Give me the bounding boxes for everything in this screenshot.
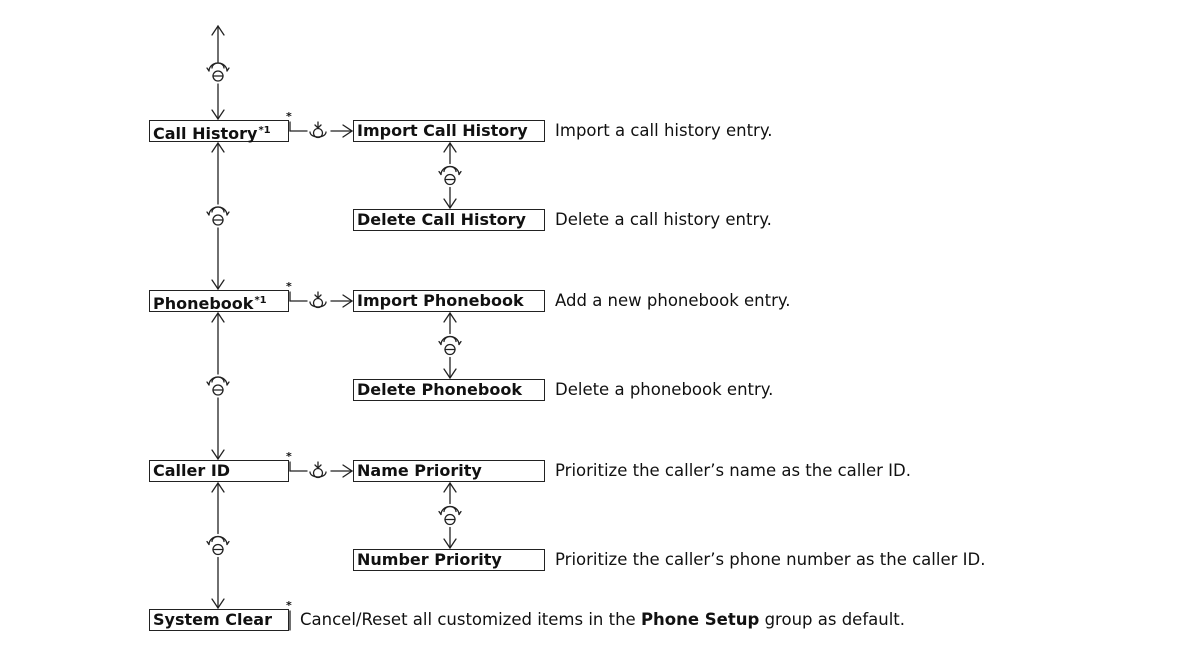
option-description: Add a new phonebook entry. — [555, 291, 791, 310]
menu-item-label: Call History — [153, 124, 258, 143]
option-label: Delete Call History — [357, 210, 526, 229]
menu-item-phonebook[interactable]: Phonebook*1 — [149, 290, 289, 313]
option-label: Number Priority — [357, 550, 502, 569]
system-clear-description: Cancel/Reset all customized items in the… — [300, 610, 905, 630]
option-label: Name Priority — [357, 461, 482, 480]
selector-knob-rotate-icon — [438, 505, 462, 526]
arrowhead-up — [211, 311, 225, 323]
arrowhead-down — [443, 538, 457, 550]
selector-knob-rotate-icon — [438, 335, 462, 356]
arrowhead-up — [211, 24, 225, 36]
option-description: Prioritize the caller’s name as the call… — [555, 461, 911, 480]
option-import-phonebook[interactable]: Import Phonebook — [353, 290, 545, 312]
menu-item-caller-id[interactable]: Caller ID — [149, 460, 289, 482]
selector-knob-press-icon — [309, 121, 327, 139]
footnote-mark: *1 — [258, 125, 271, 136]
option-delete-phonebook[interactable]: Delete Phonebook — [353, 379, 545, 401]
arrowhead-up — [443, 141, 457, 153]
selector-knob-rotate-icon — [206, 62, 230, 82]
arrowhead-down — [443, 198, 457, 210]
option-description: Delete a phonebook entry. — [555, 380, 774, 399]
arrowhead-down — [443, 368, 457, 380]
customizable-star: * — [286, 110, 292, 123]
option-description: Prioritize the caller’s phone number as … — [555, 550, 986, 569]
selector-knob-rotate-icon — [206, 376, 230, 396]
customizable-star: * — [286, 450, 292, 463]
option-label: Delete Phonebook — [357, 380, 522, 399]
option-label: Import Phonebook — [357, 291, 524, 310]
description-text: Cancel/Reset all customized items in the — [300, 610, 641, 629]
option-delete-call-history[interactable]: Delete Call History — [353, 209, 545, 231]
option-description: Delete a call history entry. — [555, 210, 772, 229]
arrowhead-right — [342, 464, 354, 478]
menu-item-label: Phonebook — [153, 294, 254, 313]
arrowhead-down — [211, 449, 225, 461]
arrowhead-up — [211, 141, 225, 153]
footnote-mark: *1 — [254, 295, 267, 306]
selector-knob-press-icon — [309, 291, 327, 309]
arrowhead-up — [211, 481, 225, 493]
option-import-call-history[interactable]: Import Call History — [353, 120, 545, 142]
selector-knob-rotate-icon — [206, 535, 230, 556]
description-emphasis: Phone Setup — [640, 610, 760, 629]
selector-knob-press-icon — [309, 461, 327, 479]
option-label: Import Call History — [357, 121, 528, 140]
arrowhead-down — [211, 109, 225, 121]
arrowhead-down — [211, 279, 225, 291]
arrowhead-down — [211, 598, 225, 610]
menu-item-call-history[interactable]: Call History*1 — [149, 120, 289, 143]
menu-item-system-clear[interactable]: System Clear — [149, 609, 289, 631]
customizable-star: * — [286, 599, 292, 612]
option-name-priority[interactable]: Name Priority — [353, 460, 545, 482]
menu-item-label: Caller ID — [153, 461, 231, 480]
selector-knob-rotate-icon — [438, 165, 462, 186]
menu-item-label: System Clear — [153, 610, 272, 629]
arrowhead-right — [342, 124, 354, 138]
arrowhead-up — [443, 311, 457, 323]
customizable-star: * — [286, 280, 292, 293]
arrowhead-right — [342, 294, 354, 308]
arrowhead-up — [443, 481, 457, 493]
selector-knob-rotate-icon — [206, 206, 230, 226]
option-description: Import a call history entry. — [555, 121, 773, 140]
option-number-priority[interactable]: Number Priority — [353, 549, 545, 571]
description-text: group as default. — [759, 610, 905, 629]
